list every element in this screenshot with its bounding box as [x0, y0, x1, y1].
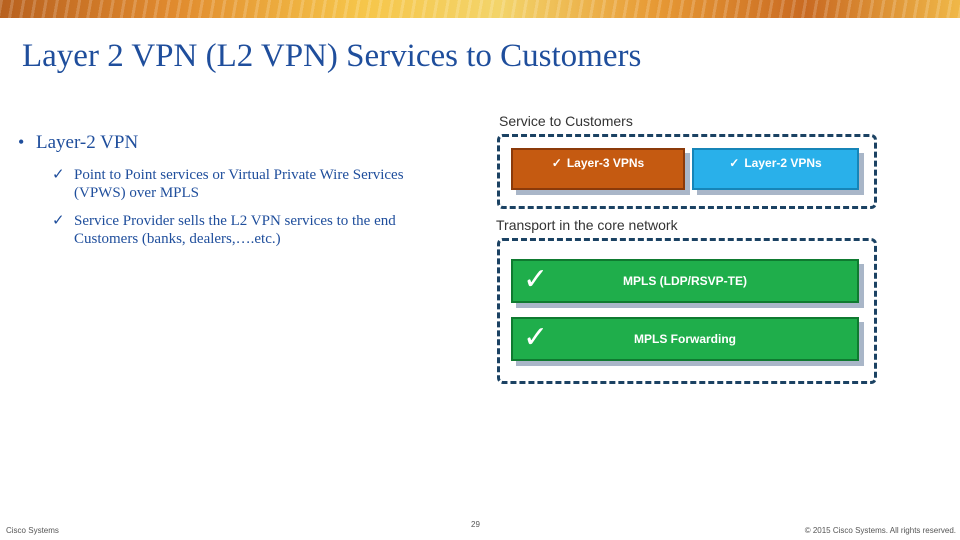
- service-dashed-box: [497, 134, 877, 209]
- layer3-vpns-label: Layer-3 VPNs: [566, 156, 645, 170]
- top-banner: [0, 0, 960, 18]
- check-icon: ✓: [551, 156, 562, 170]
- sub-list: ✓ Point to Point services or Virtual Pri…: [18, 166, 458, 248]
- sub-item-text: Service Provider sells the L2 VPN servic…: [74, 213, 396, 247]
- footer-copyright: © 2015 Cisco Systems. All rights reserve…: [804, 526, 956, 535]
- mpls-forwarding-block: ✓ MPLS Forwarding: [511, 317, 859, 361]
- check-icon: ✓: [523, 262, 549, 297]
- check-icon: ✓: [523, 320, 549, 355]
- service-label: Service to Customers: [499, 113, 633, 129]
- mpls-ldp-label: MPLS (LDP/RSVP-TE): [622, 274, 747, 288]
- mpls-ldp-block: ✓ MPLS (LDP/RSVP-TE): [511, 259, 859, 303]
- transport-label: Transport in the core network: [496, 217, 678, 233]
- footer-company: Cisco Systems: [6, 526, 59, 535]
- bullet-dot-icon: •: [18, 132, 25, 152]
- bullet-main: • Layer-2 VPN: [18, 132, 458, 154]
- mpls-forwarding-label: MPLS Forwarding: [634, 332, 736, 346]
- sub-item: ✓ Point to Point services or Virtual Pri…: [18, 166, 458, 202]
- layer2-vpns-block: ✓ Layer-2 VPNs: [692, 148, 859, 190]
- check-icon: ✓: [52, 167, 65, 183]
- layer3-vpns-block: ✓ Layer-3 VPNs: [511, 148, 685, 190]
- sub-item: ✓ Service Provider sells the L2 VPN serv…: [18, 212, 458, 248]
- check-icon: ✓: [52, 213, 65, 229]
- page-number: 29: [471, 520, 480, 529]
- bullet-list: • Layer-2 VPN ✓ Point to Point services …: [18, 132, 458, 258]
- transport-dashed-box: [497, 238, 877, 384]
- check-icon: ✓: [729, 156, 740, 170]
- bullet-main-text: Layer-2 VPN: [36, 132, 139, 153]
- sub-item-text: Point to Point services or Virtual Priva…: [74, 167, 404, 201]
- layer2-vpns-label: Layer-2 VPNs: [744, 156, 822, 170]
- slide-title: Layer 2 VPN (L2 VPN) Services to Custome…: [22, 38, 642, 74]
